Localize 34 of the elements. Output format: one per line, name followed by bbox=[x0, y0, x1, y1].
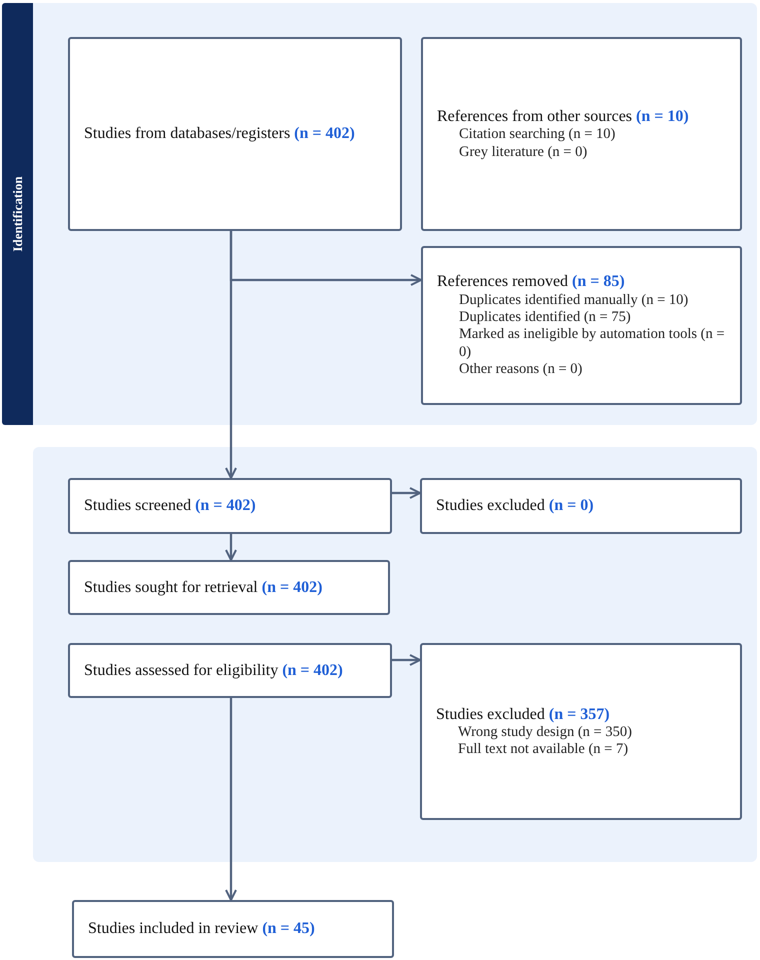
list-item: Full text not available (n = 7) bbox=[457, 741, 630, 758]
box-heading: Studies sought for retrieval (n = 402) bbox=[84, 578, 324, 598]
box-heading: Studies from databases/registers (n = 402) bbox=[84, 124, 356, 144]
section-band bbox=[33, 447, 757, 862]
arrow bbox=[225, 698, 237, 901]
process-box bbox=[68, 37, 402, 231]
section-band bbox=[2, 3, 757, 425]
arrow bbox=[225, 231, 237, 479]
list-item: Marked as ineligible by automation tools (n = 0) bbox=[458, 326, 726, 362]
arrow bbox=[225, 534, 237, 561]
arrow bbox=[392, 654, 421, 666]
process-box bbox=[68, 560, 390, 615]
box-heading: Studies screened (n = 402) bbox=[84, 496, 257, 516]
box-heading: Studies excluded (n = 0) bbox=[436, 496, 595, 516]
box-heading: References from other sources (n = 10) bbox=[437, 107, 690, 126]
box-heading: References removed (n = 85) bbox=[437, 272, 626, 292]
arrow bbox=[392, 487, 421, 499]
list-item: Citation searching (n = 10) bbox=[458, 126, 616, 144]
box-heading: Studies included in review (n = 45) bbox=[88, 919, 316, 939]
process-box bbox=[72, 900, 394, 958]
list-item: Duplicates identified (n = 75) bbox=[458, 309, 632, 326]
list-item: Grey literature (n = 0) bbox=[458, 144, 588, 161]
list-item: Wrong study design (n = 350) bbox=[457, 724, 633, 742]
box-heading: Studies assessed for eligibility (n = 402) bbox=[84, 660, 344, 680]
process-box bbox=[420, 643, 742, 820]
box-heading: Studies excluded (n = 357) bbox=[436, 704, 611, 724]
process-box bbox=[421, 246, 742, 405]
process-box bbox=[68, 478, 392, 534]
process-box bbox=[420, 478, 742, 534]
list-item: Duplicates identified manually (n = 10) bbox=[458, 292, 690, 309]
process-box bbox=[421, 37, 742, 231]
section-label: Identification bbox=[10, 176, 26, 252]
process-box bbox=[68, 643, 392, 698]
list-item: Other reasons (n = 0) bbox=[458, 361, 584, 379]
